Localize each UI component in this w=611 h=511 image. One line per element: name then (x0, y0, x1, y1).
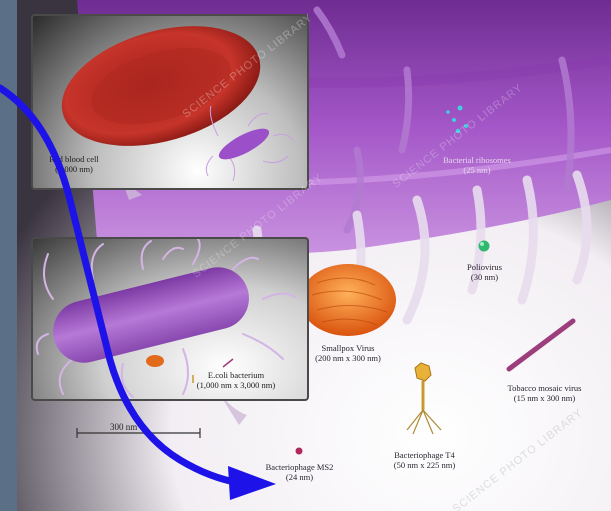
arrow-head-icon (228, 466, 276, 500)
arrow-line (0, 88, 240, 483)
